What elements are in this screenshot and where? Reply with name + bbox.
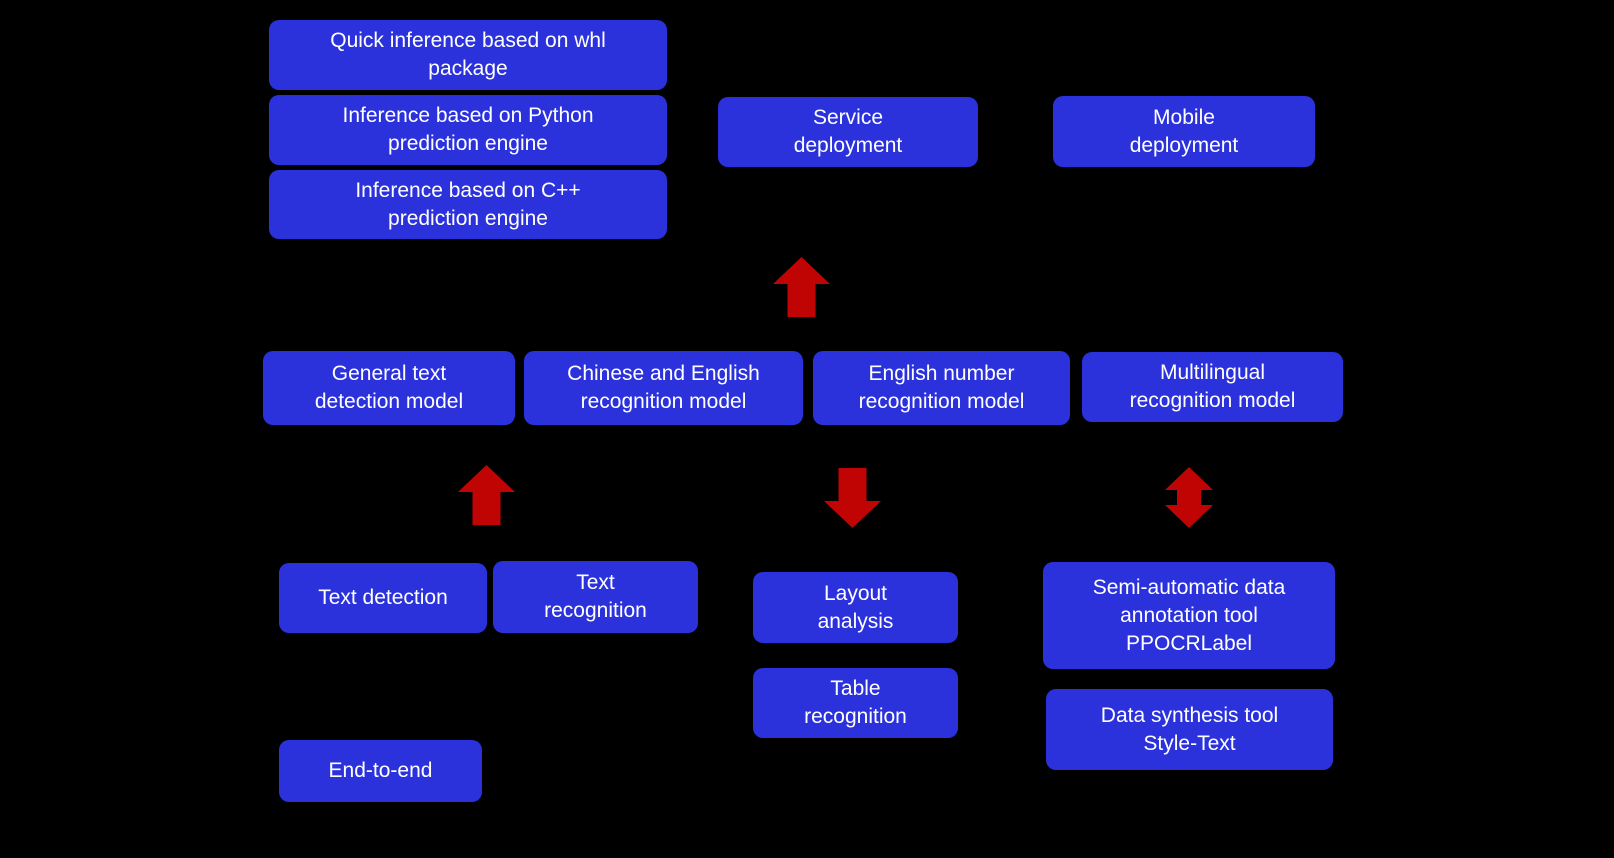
node-end-to-end: End-to-end	[279, 740, 482, 802]
node-ppocrlabel-annotation-tool: Semi-automatic data annotation tool PPOC…	[1043, 562, 1335, 669]
down-arrow-icon	[824, 468, 881, 528]
up-arrow-icon	[773, 257, 830, 317]
node-english-number-recognition-model: English number recognition model	[813, 351, 1070, 425]
node-service-deployment: Service deployment	[718, 97, 978, 167]
node-text-detection: Text detection	[279, 563, 487, 633]
up-arrow-icon	[458, 465, 515, 525]
node-python-prediction-engine: Inference based on Python prediction eng…	[269, 95, 667, 165]
up-down-arrow-icon	[1165, 467, 1213, 528]
node-text-recognition: Text recognition	[493, 561, 698, 633]
node-multilingual-recognition-model: Multilingual recognition model	[1082, 352, 1343, 422]
node-quick-inference: Quick inference based on whl package	[269, 20, 667, 90]
node-mobile-deployment: Mobile deployment	[1053, 96, 1315, 167]
node-cpp-prediction-engine: Inference based on C++ prediction engine	[269, 170, 667, 239]
node-layout-analysis: Layout analysis	[753, 572, 958, 643]
node-general-text-detection-model: General text detection model	[263, 351, 515, 425]
node-chinese-english-recognition-model: Chinese and English recognition model	[524, 351, 803, 425]
node-table-recognition: Table recognition	[753, 668, 958, 738]
node-style-text-synthesis-tool: Data synthesis tool Style-Text	[1046, 689, 1333, 770]
